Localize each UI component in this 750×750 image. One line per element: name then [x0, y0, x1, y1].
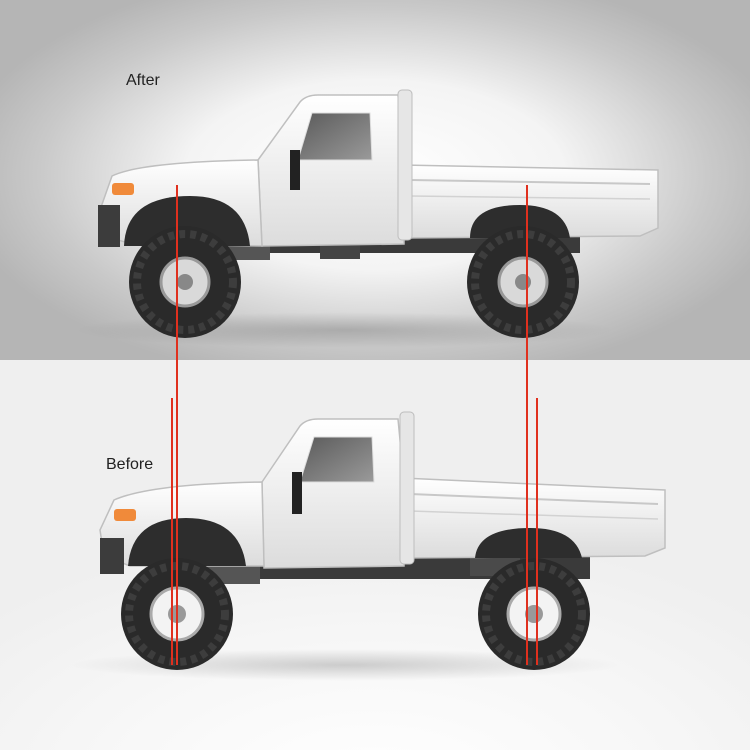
after-front-wheel [129, 226, 241, 338]
before-truck [70, 411, 666, 681]
after-rear-wheel [467, 226, 579, 338]
guide-lines [171, 185, 538, 665]
before-label: Before [106, 456, 154, 473]
after-truck [75, 89, 659, 348]
before-rear-wheel [478, 558, 590, 670]
after-label: After [126, 72, 160, 89]
